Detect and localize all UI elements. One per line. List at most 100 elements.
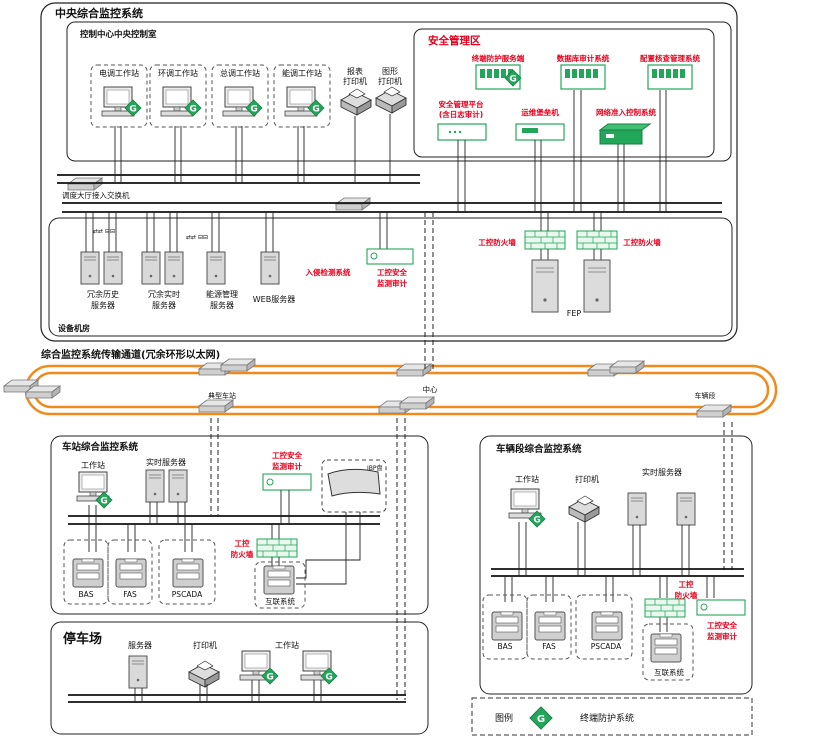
- security-zone-box: [413, 28, 715, 158]
- station-ibp-panel[interactable]: IBP盘: [321, 459, 387, 513]
- depot-box: [479, 435, 753, 695]
- svg-text:冗余实时: 冗余实时: [148, 289, 180, 299]
- svg-text:配置核查管理系统: 配置核查管理系统: [640, 53, 700, 63]
- svg-text:工控安全: 工控安全: [707, 620, 737, 630]
- svg-text:打印机: 打印机: [378, 76, 402, 86]
- parking-title: 停车场: [63, 631, 102, 647]
- realtime-servers[interactable]: 冗余实时 服务器: [141, 251, 184, 310]
- svg-text:FAS: FAS: [123, 590, 137, 599]
- svg-text:工作站: 工作站: [275, 640, 299, 650]
- depot-bas[interactable]: BAS: [482, 594, 528, 660]
- svg-text:运维堡垒机: 运维堡垒机: [521, 107, 559, 117]
- svg-text:实时服务器: 实时服务器: [146, 457, 186, 467]
- station-ics-audit[interactable]: 工控安全 监测审计: [262, 450, 312, 491]
- hall-switch-label: 调度大厅接入交换机: [62, 190, 130, 200]
- legend-box: [471, 697, 753, 736]
- equipment-room-title: 设备机房: [58, 323, 90, 333]
- parking-server[interactable]: 服务器: [128, 640, 152, 689]
- ics-audit-center[interactable]: 工控安全 监测审计: [366, 248, 414, 288]
- svg-text:工作站: 工作站: [515, 474, 539, 484]
- graphic-printer[interactable]: 图形 打印机: [375, 67, 407, 114]
- db-audit-system[interactable]: 数据库审计系统: [557, 53, 610, 90]
- station-box: [50, 435, 429, 615]
- control-center-box: [66, 21, 732, 162]
- depot-realtime-servers[interactable]: 实时服务器: [627, 467, 696, 526]
- depot-firewall[interactable]: 工控 防火墙: [644, 579, 698, 618]
- station-realtime-servers[interactable]: 实时服务器: [145, 457, 188, 503]
- station-workstation[interactable]: 工作站: [76, 460, 113, 509]
- svg-text:工控防火墙: 工控防火墙: [478, 237, 516, 247]
- printer-icon: [188, 660, 220, 688]
- svg-text:报表: 报表: [347, 66, 363, 76]
- svg-text:打印机: 打印机: [575, 474, 599, 484]
- intrusion-detection[interactable]: 入侵检测系统: [305, 267, 351, 277]
- svg-text:BAS: BAS: [78, 590, 93, 599]
- station-interface-system[interactable]: 互联系统: [254, 561, 306, 609]
- svg-text:G: G: [537, 714, 545, 725]
- svg-text:工控防火墙: 工控防火墙: [623, 237, 661, 247]
- svg-text:监测审计: 监测审计: [272, 461, 302, 471]
- depot-ics-audit[interactable]: 工控安全 监测审计: [696, 599, 746, 641]
- ics-firewall-1[interactable]: 工控防火墙: [478, 230, 566, 250]
- depot-title: 车辆段综合监控系统: [496, 443, 582, 455]
- fep-servers[interactable]: FEP: [531, 259, 611, 318]
- central-title: 中央综合监控系统: [55, 6, 143, 20]
- svg-text:入侵检测系统: 入侵检测系统: [305, 267, 351, 277]
- parking-workstations[interactable]: 工作站: [239, 640, 338, 685]
- svg-text:网络准入控制系统: 网络准入控制系统: [596, 107, 656, 117]
- security-mgmt-platform[interactable]: 安全管理平台 (含日志审计): [437, 99, 487, 141]
- svg-text:图形: 图形: [382, 67, 398, 76]
- station-title: 车站综合监控系统: [62, 441, 139, 453]
- ops-bastion-host[interactable]: 运维堡垒机: [515, 107, 565, 141]
- svg-text:冗余历史: 冗余历史: [87, 289, 119, 299]
- depot-workstation[interactable]: 工作站: [508, 474, 546, 528]
- svg-text:服务器: 服务器: [210, 300, 234, 310]
- ics-firewall-2[interactable]: 工控防火墙: [576, 230, 661, 250]
- energy-servers[interactable]: ⇄⇄ ⊟⊟ 能源管理 服务器: [186, 234, 238, 310]
- station-pscada[interactable]: PSCADA: [158, 539, 216, 605]
- svg-text:工控: 工控: [235, 538, 250, 548]
- network-access-control[interactable]: 网络准入控制系统: [596, 107, 656, 145]
- workstation-chief[interactable]: 总调工作站: [211, 64, 269, 128]
- station-firewall[interactable]: 工控 防火墙: [231, 538, 298, 559]
- ring-depot-label: 车辆段: [695, 391, 716, 400]
- svg-text:WEB服务器: WEB服务器: [253, 294, 295, 304]
- svg-text:防火墙: 防火墙: [231, 549, 254, 559]
- web-server[interactable]: WEB服务器: [253, 251, 295, 304]
- workstation-env[interactable]: 环调工作站: [149, 64, 207, 128]
- legend-g-icon: G: [529, 706, 553, 730]
- svg-text:服务器: 服务器: [128, 640, 152, 650]
- workstation-label: 能调工作站: [282, 68, 322, 78]
- security-zone-title: 安全管理区: [428, 34, 481, 47]
- svg-text:PSCADA: PSCADA: [172, 590, 203, 599]
- endpoint-protection-server[interactable]: 终端防护服务端: [471, 53, 525, 90]
- station-bas[interactable]: BAS: [63, 539, 109, 605]
- depot-fas[interactable]: FAS: [526, 594, 572, 660]
- parking-box: [50, 621, 429, 735]
- svg-text:服务器: 服务器: [152, 300, 176, 310]
- central-system-box: [40, 2, 738, 342]
- report-printer[interactable]: 报表 打印机: [340, 66, 372, 116]
- svg-text:工控: 工控: [679, 579, 694, 589]
- backbone-title: 综合监控系统传输通道(冗余环形以太网): [41, 348, 220, 361]
- svg-text:监测审计: 监测审计: [377, 278, 407, 288]
- depot-printer[interactable]: 打印机: [568, 474, 600, 523]
- svg-text:实时服务器: 实时服务器: [642, 467, 682, 477]
- endpoint-protection-icon: [95, 491, 113, 509]
- control-center-title: 控制中心中央控制室: [80, 29, 157, 40]
- depot-interface-system[interactable]: 互联系统: [642, 623, 694, 681]
- workstation-energy[interactable]: 能调工作站: [273, 64, 331, 128]
- svg-text:(含日志审计): (含日志审计): [439, 109, 483, 119]
- svg-text:打印机: 打印机: [343, 76, 367, 86]
- svg-text:工控安全: 工控安全: [272, 450, 302, 460]
- config-check-system[interactable]: 配置核查管理系统: [640, 53, 700, 90]
- station-fas[interactable]: FAS: [107, 539, 153, 605]
- svg-text:能源管理: 能源管理: [206, 289, 238, 299]
- workstation-power[interactable]: 电调工作站: [90, 64, 148, 128]
- depot-pscada[interactable]: PSCADA: [575, 594, 633, 660]
- svg-text:⇄⇄ ⊟⊟: ⇄⇄ ⊟⊟: [186, 234, 208, 241]
- parking-printer[interactable]: 打印机: [188, 640, 220, 688]
- history-servers[interactable]: ⇄⇄ ⊟⊟ 冗余历史 服务器: [80, 228, 123, 310]
- workstation-label: 环调工作站: [158, 68, 198, 78]
